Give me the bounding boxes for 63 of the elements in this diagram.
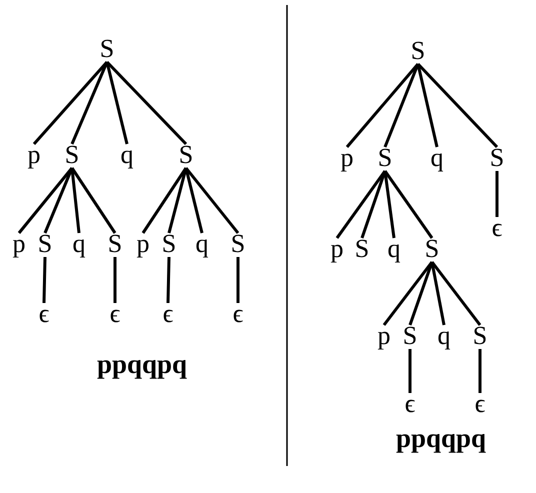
tree-node-symbol: p [340,147,354,169]
tree-node-symbol: p [26,144,42,166]
tree-node-symbol: q [120,144,134,166]
tree-branch [478,349,482,393]
tree-node-symbol: S [98,38,116,60]
tree-branch [70,61,108,145]
tree-node-symbol: S [376,147,394,169]
tree-node-symbol: ϵ [232,303,244,325]
tree-node-symbol: S [36,233,54,255]
tree-branch [382,261,434,326]
tree-branch [70,167,116,234]
tree-node-symbol: p [330,238,344,260]
tree-node-symbol: ϵ [474,393,486,415]
tree-node-symbol: S [410,40,426,62]
tree-node-symbol: q [430,147,444,169]
tree-node-symbol: q [194,233,210,255]
tree-branch [166,256,170,304]
tree-branch [184,168,204,234]
tree-node-symbol: ϵ [38,303,50,325]
tree-branch [106,60,188,146]
tree-branch [416,64,438,148]
tree-branch [42,256,46,304]
tree-branch [430,262,446,326]
tree-node-symbol: p [136,233,150,255]
tree-branch [346,63,420,148]
tree-node-symbol: S [402,325,418,347]
tree-branch [384,170,434,239]
tree-branch [44,167,74,234]
tree-node-symbol: q [72,233,86,255]
tree-branch [384,170,396,238]
tree-branch [168,168,188,234]
tree-branch [184,167,240,234]
tree-node-symbol: S [106,233,124,255]
tree-node-symbol: S [230,233,246,255]
tree-node-symbol: S [488,147,506,169]
tree-branch [384,63,420,148]
tree-branch [496,171,498,217]
tree-branch [408,349,412,393]
tree-branch [336,170,386,239]
tree-node-symbol: S [160,233,178,255]
tree-node-symbol: S [424,238,440,260]
tree-node-symbol: ϵ [162,303,174,325]
tree-branch [18,167,74,234]
tree-node-symbol: ϵ [490,217,504,239]
tree-node-symbol: S [472,325,488,347]
tree-node-symbol: p [376,325,392,347]
tree-node-symbol: S [354,238,370,260]
tree-branch [430,261,482,326]
tree-node-symbol: S [64,144,80,166]
tree-node-symbol: p [12,233,26,255]
tree-branch [416,62,498,148]
tree-node-symbol: q [386,238,402,260]
tree-branch [114,257,116,303]
tree-branch [236,257,240,303]
tree-branch [408,262,434,326]
tree-node-symbol: ϵ [404,393,416,415]
tree-node-symbol: ϵ [108,303,122,325]
tree-branch [142,167,188,234]
tree-node-symbol: S [178,144,194,166]
tree-branch [106,62,128,144]
tree-branch [32,61,108,145]
tree-node-symbol: q [436,325,452,347]
tree-branch [360,170,386,238]
